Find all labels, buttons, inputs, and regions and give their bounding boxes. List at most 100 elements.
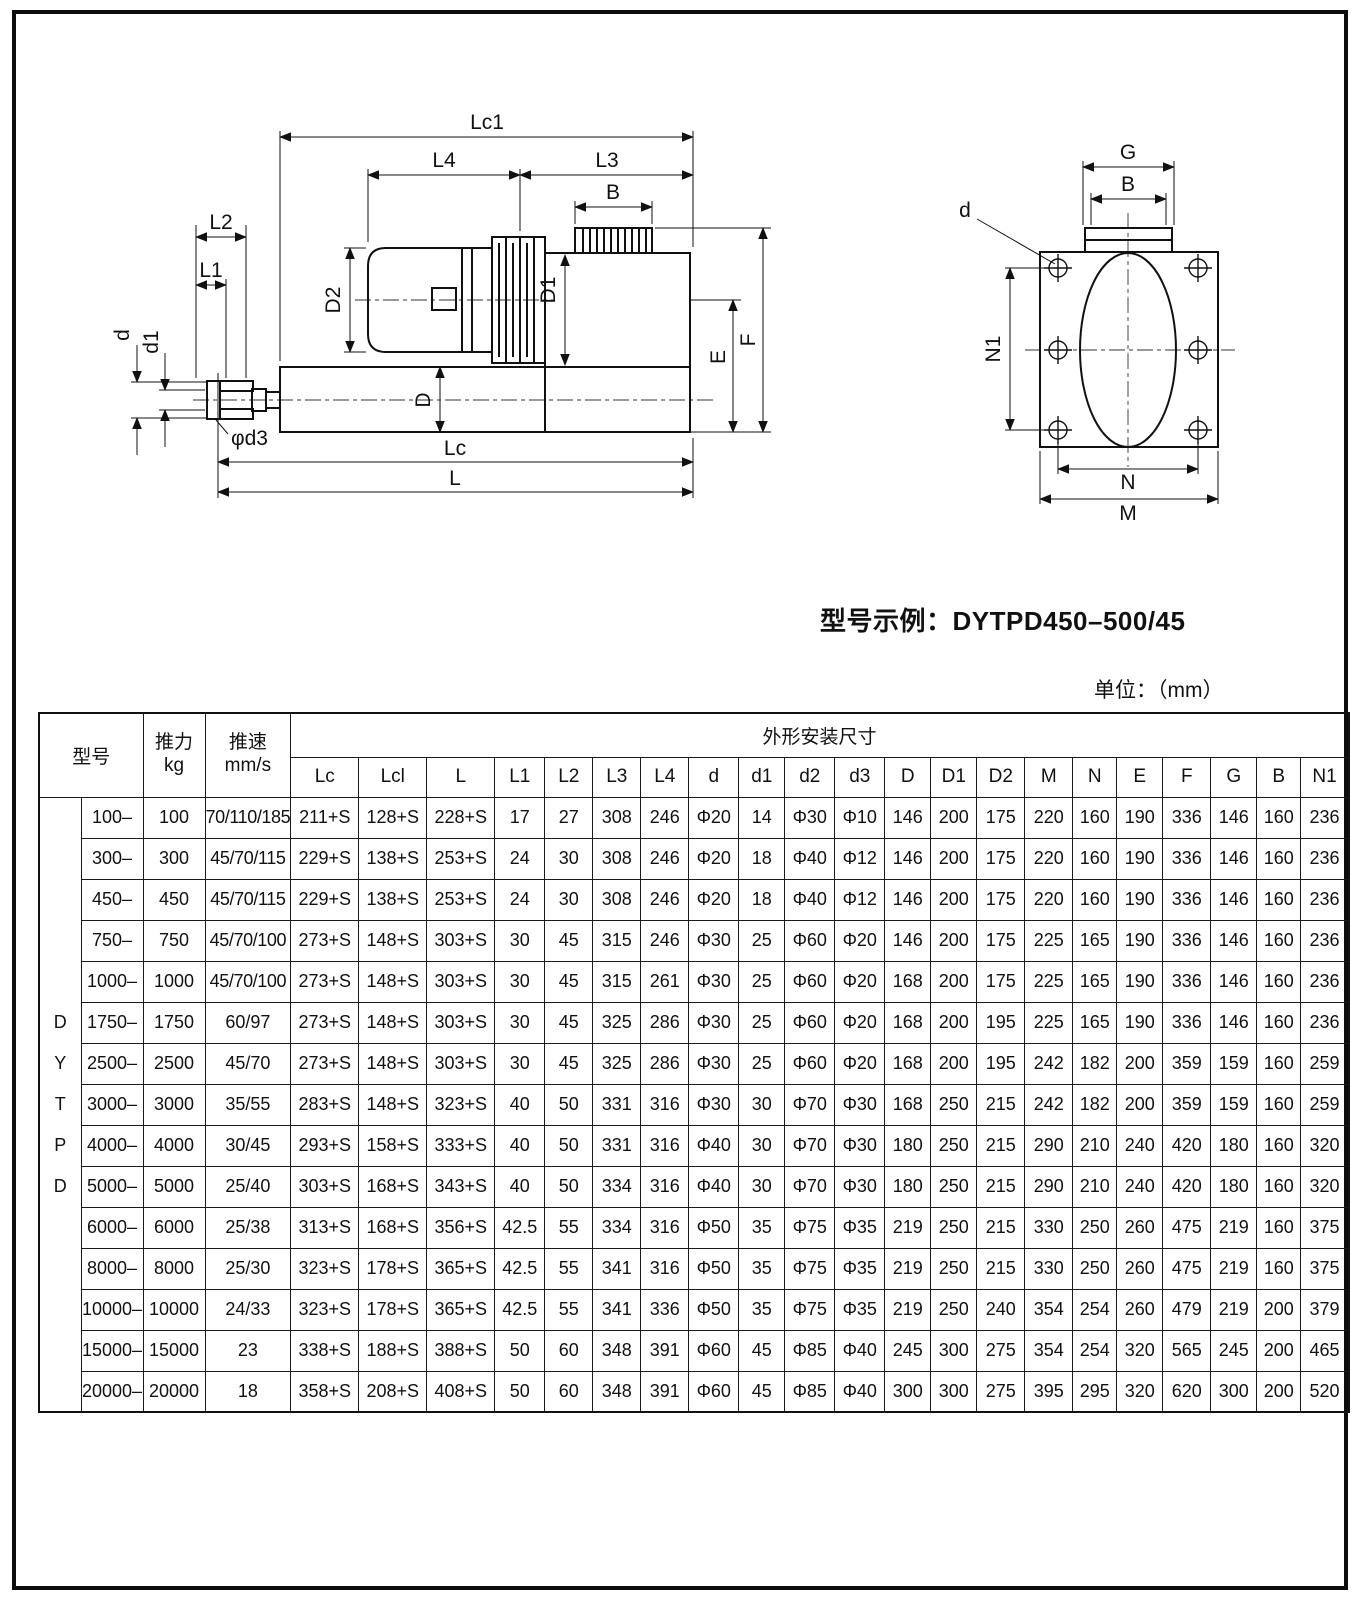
dim-cell: 273+S bbox=[290, 1042, 360, 1085]
dim-cell: 200 bbox=[930, 1001, 978, 1044]
dim-cell: 395 bbox=[1024, 1370, 1074, 1413]
dim-cell: 358+S bbox=[290, 1370, 360, 1413]
thrust-cell: 750 bbox=[142, 919, 206, 962]
thrust-cell: 100 bbox=[142, 796, 206, 839]
dim-cell: 313+S bbox=[290, 1206, 360, 1249]
col-header-B: B bbox=[1256, 756, 1302, 798]
dim-cell: 565 bbox=[1162, 1329, 1212, 1372]
thrust-cell: 8000 bbox=[142, 1247, 206, 1290]
dim-cell: 24 bbox=[494, 837, 546, 880]
dim-cell: 158+S bbox=[358, 1124, 428, 1167]
dim-cell: 316 bbox=[640, 1206, 690, 1249]
dim-cell: 303+S bbox=[426, 1042, 496, 1085]
dim-cell: Φ20 bbox=[688, 878, 740, 921]
dim-cell: 316 bbox=[640, 1247, 690, 1290]
dim-cell: 148+S bbox=[358, 960, 428, 1003]
dim-label-d-rod: d bbox=[111, 329, 134, 341]
dim-cell: 200 bbox=[930, 837, 978, 880]
dim-cell: 334 bbox=[592, 1206, 642, 1249]
thrust-cell: 450 bbox=[142, 878, 206, 921]
dim-cell: 520 bbox=[1300, 1370, 1350, 1413]
dim-cell: 175 bbox=[976, 960, 1026, 1003]
dim-cell: 300 bbox=[930, 1370, 978, 1413]
dim-cell: 325 bbox=[592, 1001, 642, 1044]
model-cell: 1750– bbox=[80, 1001, 144, 1044]
dim-cell: 260 bbox=[1116, 1247, 1164, 1290]
dim-cell: 348 bbox=[592, 1329, 642, 1372]
dim-label-lc: Lc bbox=[444, 437, 466, 460]
dim-cell: 146 bbox=[884, 919, 932, 962]
dim-cell: 236 bbox=[1300, 919, 1350, 962]
end-view-outline bbox=[1039, 227, 1219, 448]
dim-cell: 215 bbox=[976, 1165, 1026, 1208]
dim-cell: 420 bbox=[1162, 1124, 1212, 1167]
dim-cell: Φ20 bbox=[688, 837, 740, 880]
dim-cell: Φ40 bbox=[834, 1329, 886, 1372]
dim-cell: 325 bbox=[592, 1042, 642, 1085]
dim-cell: 323+S bbox=[290, 1288, 360, 1331]
dim-cell: 334 bbox=[592, 1165, 642, 1208]
dim-cell: 320 bbox=[1116, 1370, 1164, 1413]
dim-cell: 359 bbox=[1162, 1083, 1212, 1126]
dim-cell: 200 bbox=[930, 960, 978, 1003]
dim-cell: 242 bbox=[1024, 1083, 1074, 1126]
col-header-speed: 推速 mm/s bbox=[204, 712, 292, 798]
dim-cell: 315 bbox=[592, 919, 642, 962]
model-cell: 5000– bbox=[80, 1165, 144, 1208]
dim-cell: 35 bbox=[738, 1206, 786, 1249]
spec-table: 型号 推力 kg 推速 mm/s 外形安装尺寸 bbox=[38, 712, 1350, 1413]
dim-cell: 17 bbox=[494, 796, 546, 839]
dim-cell: 148+S bbox=[358, 1001, 428, 1044]
dim-cell: 30 bbox=[738, 1165, 786, 1208]
dim-cell: 200 bbox=[1256, 1329, 1302, 1372]
dim-cell: Φ40 bbox=[688, 1165, 740, 1208]
dim-cell: 160 bbox=[1072, 878, 1118, 921]
dim-cell: 348 bbox=[592, 1370, 642, 1413]
dim-cell: 303+S bbox=[426, 1001, 496, 1044]
dim-cell: 168 bbox=[884, 1083, 932, 1126]
dim-cell: 168 bbox=[884, 1001, 932, 1044]
dim-cell: Φ60 bbox=[784, 1042, 836, 1085]
dim-cell: Φ20 bbox=[834, 1001, 886, 1044]
col-header-Lcl: Lcl bbox=[358, 756, 428, 798]
thrust-label: 推力 bbox=[154, 732, 193, 754]
dim-cell: 225 bbox=[1024, 919, 1074, 962]
dim-cell: 261 bbox=[640, 960, 690, 1003]
dim-cell: 45 bbox=[544, 1001, 594, 1044]
speed-cell: 25/38 bbox=[204, 1206, 292, 1249]
model-cell: 100– bbox=[80, 796, 144, 839]
dim-cell: 211+S bbox=[290, 796, 360, 839]
dim-cell: 240 bbox=[976, 1288, 1026, 1331]
dim-cell: 190 bbox=[1116, 837, 1164, 880]
dim-cell: 303+S bbox=[426, 960, 496, 1003]
thrust-unit: kg bbox=[163, 755, 185, 777]
dim-cell: 60 bbox=[544, 1329, 594, 1372]
dim-label-l1: L1 bbox=[199, 259, 222, 282]
unit-label: 单位：（mm） bbox=[1094, 679, 1224, 702]
dim-cell: 45 bbox=[738, 1370, 786, 1413]
technical-drawing: Lc1 L4 L3 B L2 L1 d d1 D2 D1 D E F φd3 L… bbox=[111, 111, 1235, 525]
dim-cell: 160 bbox=[1256, 837, 1302, 880]
dim-cell: 182 bbox=[1072, 1042, 1118, 1085]
dim-cell: 165 bbox=[1072, 919, 1118, 962]
dim-cell: 24 bbox=[494, 878, 546, 921]
dim-cell: 236 bbox=[1300, 960, 1350, 1003]
dim-cell: 245 bbox=[884, 1329, 932, 1372]
dim-cell: 250 bbox=[930, 1247, 978, 1290]
dim-cell: 316 bbox=[640, 1165, 690, 1208]
dim-cell: Φ35 bbox=[834, 1206, 886, 1249]
col-header-d2: d2 bbox=[784, 756, 836, 798]
dim-cell: 159 bbox=[1210, 1042, 1258, 1085]
dim-cell: 323+S bbox=[426, 1083, 496, 1126]
dim-cell: 300 bbox=[884, 1370, 932, 1413]
dim-cell: 225 bbox=[1024, 1001, 1074, 1044]
model-cell: 750– bbox=[80, 919, 144, 962]
model-cell: 450– bbox=[80, 878, 144, 921]
dim-cell: 160 bbox=[1072, 837, 1118, 880]
col-header-M: M bbox=[1024, 756, 1074, 798]
dim-cell: Φ40 bbox=[784, 878, 836, 921]
thrust-cell: 5000 bbox=[142, 1165, 206, 1208]
dim-cell: 242 bbox=[1024, 1042, 1074, 1085]
